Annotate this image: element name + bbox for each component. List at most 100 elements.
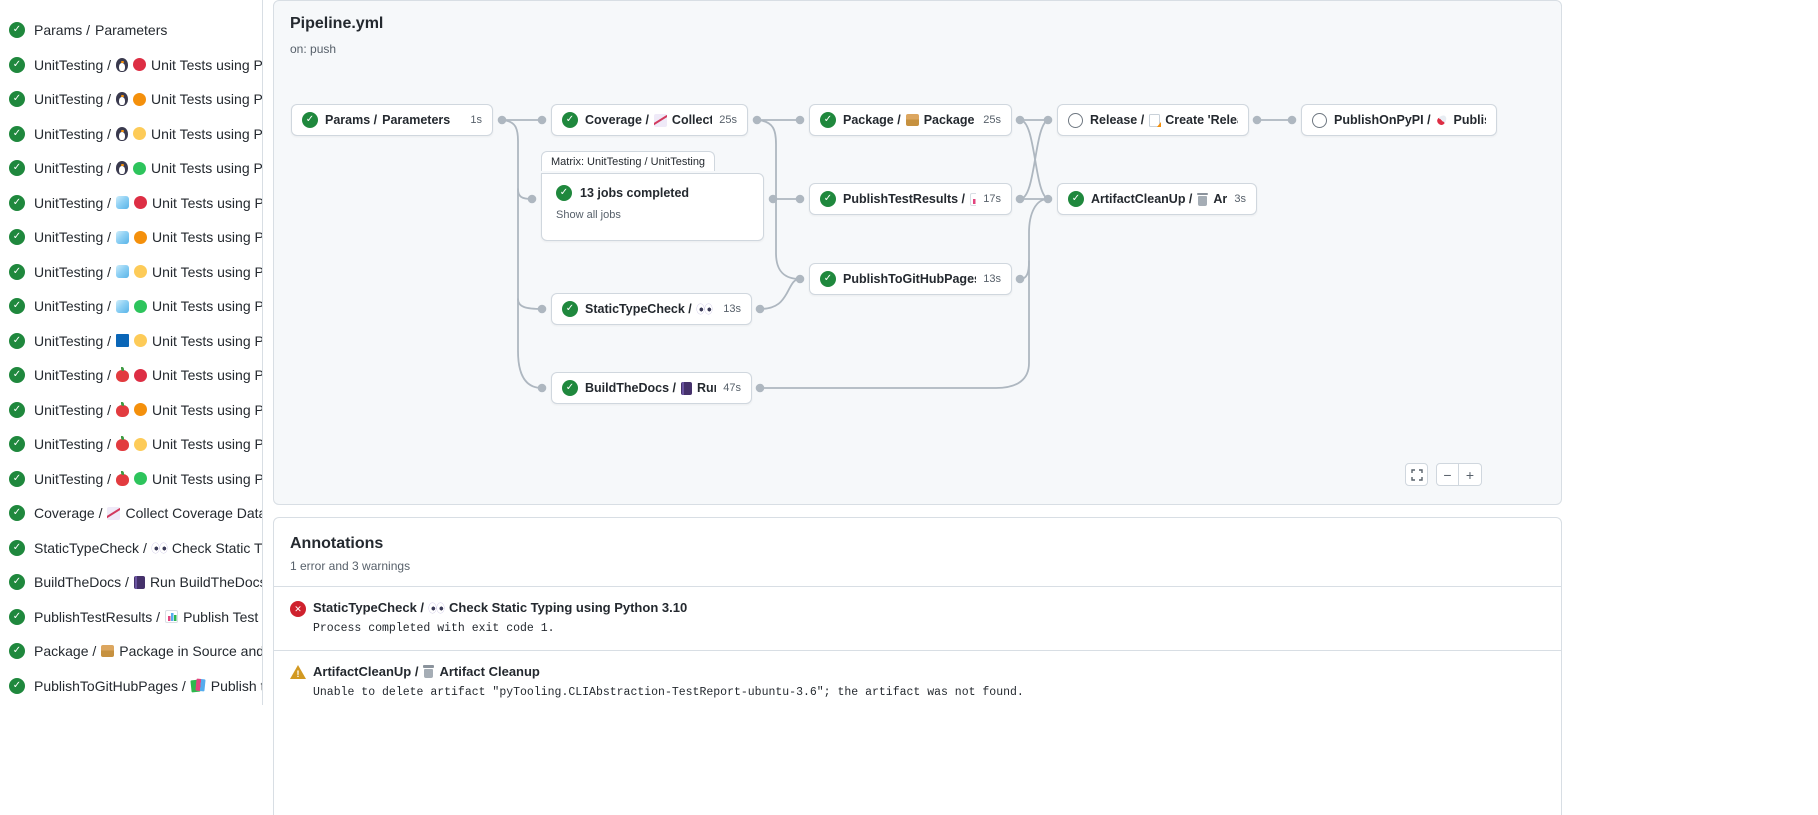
graph-node-publishOnPyPI[interactable]: PublishOnPyPI /Publish to ... [1301,104,1497,136]
sidebar-job-item[interactable]: ✓UnitTesting /Unit Tests using Pyth... [0,82,262,117]
skipped-circle-icon [1068,112,1083,128]
circle-orange-icon [133,92,147,106]
job-name-text: StaticTypeCheck / [585,302,692,316]
outbox-icon [1149,113,1162,127]
sidebar-job-item[interactable]: ✓UnitTesting /Unit Tests using Pyth... [0,48,262,83]
circle-red-icon [133,58,147,72]
bar-chart-icon [970,192,977,206]
graph-node-artifactCleanUp[interactable]: ✓ArtifactCleanUp /Artifac...3s [1057,183,1257,215]
sidebar-job-label: StaticTypeCheck /Check Static Typing... [34,540,262,556]
sidebar-job-item[interactable]: ✓ UnitTesting /Unit Tests using Pyth... [0,324,262,359]
check-circle-icon: ✓ [9,56,25,73]
sidebar-job-label: UnitTesting /Unit Tests using Pyth... [34,126,262,142]
sidebar-job-item[interactable]: ✓UnitTesting /Unit Tests using Pyth... [0,393,262,428]
trash-icon [1197,192,1209,206]
job-title-text: Check Static Typing... [171,539,262,556]
graph-node-staticTypeCheck[interactable]: ✓StaticTypeCheck /Chec...13s [551,293,752,325]
check-circle-icon: ✓ [9,574,25,591]
matrix-status: ✓ 13 jobs completed [556,185,749,201]
package-icon [905,114,919,126]
annotations-summary: 1 error and 3 warnings [290,559,411,573]
jobs-sidebar: ✓Params /Parameters✓UnitTesting /Unit Te… [0,0,263,705]
job-name-text: ArtifactCleanUp / [313,664,419,679]
bar-chart-icon [165,610,179,624]
check-circle-icon: ✓ [9,125,25,142]
graph-node-label: ArtifactCleanUp /Artifac... [1091,192,1227,206]
annotations-title: Annotations [290,535,384,552]
sidebar-job-item[interactable]: ✓PublishTestResults /Publish Test Resu..… [0,600,262,635]
sidebar-job-label: UnitTesting /Unit Tests using Pyth... [34,160,262,176]
sidebar-job-item[interactable]: ✓ UnitTesting /Unit Tests using Pyth... [0,117,262,152]
job-title-text: Publish to G... [210,677,262,694]
rocket-icon [1436,114,1449,127]
sidebar-job-item[interactable]: ✓UnitTesting /Unit Tests using Pyth... [0,289,262,324]
check-circle-icon: ✓ [556,185,572,201]
job-title-text: Collect Coverage Data usi... [125,505,262,522]
sidebar-job-label: UnitTesting /Unit Tests using Pyth... [34,298,262,314]
annotation-title[interactable]: ArtifactCleanUp / Artifact Cleanup [313,664,1024,679]
sidebar-job-label: PublishTestResults /Publish Test Resu... [34,609,262,625]
graph-node-coverage[interactable]: ✓Coverage /Collect Cove...25s [551,104,748,136]
sidebar-job-item[interactable]: ✓BuildTheDocs /Run BuildTheDocs [0,565,262,600]
sidebar-job-label: UnitTesting /Unit Tests using Pyth... [34,333,262,349]
show-all-jobs-link[interactable]: Show all jobs [556,209,621,221]
sidebar-job-item[interactable]: ✓UnitTesting /Unit Tests using Pyth... [0,186,262,221]
zoom-in-button[interactable]: + [1459,463,1482,486]
node-duration: 17s [983,193,1001,205]
job-name-text: Package / [34,643,97,660]
graph-node-buildTheDocs[interactable]: ✓BuildTheDocs /Run Buil...47s [551,372,752,404]
sidebar-job-item[interactable]: ✓ UnitTesting /Unit Tests using Pyth... [0,151,262,186]
node-duration: 25s [719,114,737,126]
circle-green-icon [133,161,147,175]
sidebar-job-item[interactable]: ✓UnitTesting /Unit Tests using Pyth... [0,255,262,290]
matrix-group-box: ✓ 13 jobs completed Show all jobs [541,173,764,241]
sidebar-job-item[interactable]: ✓PublishToGitHubPages /Publish to G... [0,669,262,704]
job-name-text: UnitTesting / [34,401,112,418]
check-circle-icon: ✓ [9,332,25,349]
books-icon [191,679,206,692]
zoom-out-button[interactable]: − [1436,463,1459,486]
sidebar-job-label: UnitTesting /Unit Tests using Pyth... [34,367,262,383]
circle-red-icon [134,196,148,210]
job-name-text: Release / [1090,113,1145,127]
sidebar-job-item[interactable]: ✓Params /Parameters [0,13,262,48]
ice-icon [116,230,130,244]
job-title-text: Artifact Cleanup [439,664,540,679]
sidebar-job-item[interactable]: ✓UnitTesting /Unit Tests using Pyth... [0,358,262,393]
sidebar-job-item[interactable]: ✓UnitTesting /Unit Tests using Pyth... [0,220,262,255]
graph-node-release[interactable]: Release / Create 'Release P... [1057,104,1249,136]
check-circle-icon: ✓ [9,539,25,556]
graph-node-label: Coverage /Collect Cove... [585,113,712,127]
job-name-text: StaticTypeCheck / [313,600,425,615]
check-circle-icon: ✓ [9,229,25,246]
graph-node-publishToGitHubPages[interactable]: ✓PublishToGitHubPages /...13s [809,263,1012,295]
job-name-text: Params / [34,22,91,39]
job-title-text: Artifac... [1213,192,1228,206]
job-title-text: Unit Tests using Pyth... [151,91,262,108]
fullscreen-button[interactable] [1405,463,1428,486]
sidebar-job-item[interactable]: ✓Package /Package in Source and Wh... [0,634,262,669]
check-circle-icon: ✓ [9,160,25,177]
job-title-text: Unit Tests using Pyth... [152,401,262,418]
eyes-icon [696,304,712,314]
sidebar-job-item[interactable]: ✓UnitTesting /Unit Tests using Pyth... [0,427,262,462]
graph-node-package[interactable]: ✓Package /Package in So...25s [809,104,1012,136]
sidebar-job-item[interactable]: ✓UnitTesting /Unit Tests using Pyth... [0,462,262,497]
job-title-text: Create 'Release P... [1165,113,1238,127]
graph-node-publishTestResults[interactable]: ✓PublishTestResults /Pu...17s [809,183,1012,215]
check-circle-icon: ✓ [9,643,25,660]
skipped-circle-icon [1312,112,1327,128]
annotation-title[interactable]: StaticTypeCheck /Check Static Typing usi… [313,600,687,615]
job-title-text: Unit Tests using Pyth... [152,263,262,280]
circle-green-icon [134,472,148,486]
check-circle-icon: ✓ [1068,191,1084,207]
sidebar-job-item[interactable]: ✓ StaticTypeCheck /Check Static Typing... [0,531,262,566]
job-name-text: UnitTesting / [34,229,112,246]
job-title-text: Unit Tests using Pyth... [152,194,262,211]
pipeline-graph-panel: Pipeline.yml on: push ✓Params /Parameter… [273,0,1562,505]
sidebar-job-item[interactable]: ✓Coverage /Collect Coverage Data usi... [0,496,262,531]
